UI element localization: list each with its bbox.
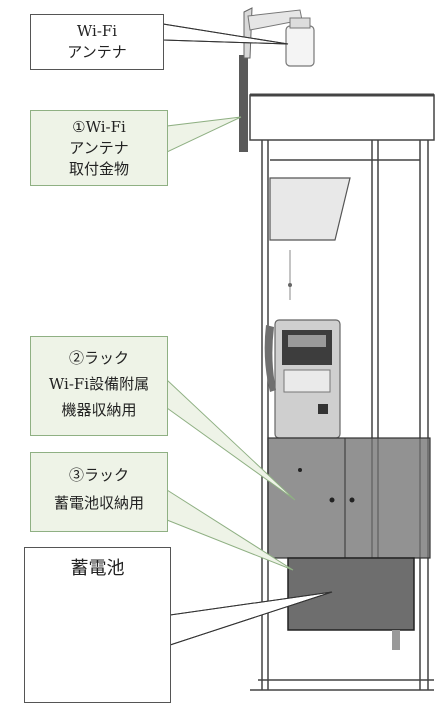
wifi-antenna-label: Wi-Fi アンテナ [30,14,164,70]
antenna-mount-label: ①Wi-Fi アンテナ 取付金物 [30,110,168,186]
wifi-antenna [243,7,315,67]
wifi-antenna-label-line1: Wi-Fi [76,22,118,40]
antenna-mount-label-line2: アンテナ [69,139,129,157]
rack-wifi-label-line3: 機器収納用 [61,401,137,419]
rack-battery-label: ③ラック 蓄電池収納用 [30,452,168,532]
rack-wifi-label: ②ラック Wi-Fi設備附属 機器収納用 [30,336,168,436]
rack-wifi-label-line2: Wi-Fi設備附属 [48,375,150,393]
rack-wifi-equipment [267,437,431,559]
antenna-mount-label-line3: 取付金物 [68,160,129,178]
battery-label: 蓄電池 [70,558,125,579]
rack-battery-label-line2: 蓄電池収納用 [53,494,144,512]
antenna-mount-label-line1: ①Wi-Fi [72,118,126,136]
wifi-antenna-label-line2: アンテナ [67,43,127,61]
antenna-mount-pole [239,55,248,152]
rack-battery [287,557,415,631]
rack-battery-label-line1: ③ラック [68,466,129,484]
shelf-panel [269,177,351,241]
public-telephone [264,319,341,439]
battery-label-box: 蓄電池 [24,547,171,703]
rack-wifi-label-line1: ②ラック [68,349,129,367]
